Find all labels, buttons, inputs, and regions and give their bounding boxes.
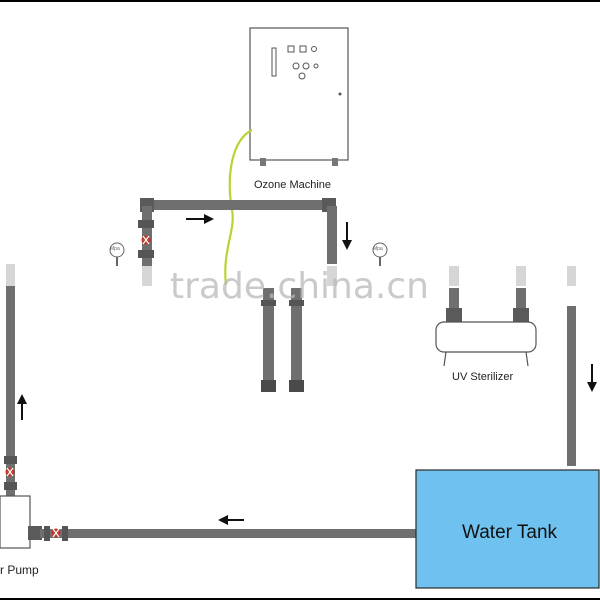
bottom-pipe-valve — [51, 528, 61, 538]
left-riser-pipe — [4, 286, 17, 500]
right-downcomer-pipe — [567, 306, 576, 466]
gauge-right-unit: Mpa — [373, 246, 383, 252]
flow-arrow-right — [186, 214, 214, 224]
flow-arrow-left-bottom — [218, 515, 244, 525]
pump-label: r Pump — [0, 563, 39, 577]
left-riser-valve — [5, 467, 15, 477]
flow-arrow-down-right — [587, 364, 597, 392]
watermark-band — [6, 264, 576, 286]
water-tank-label: Water Tank — [462, 522, 558, 543]
top-pipe-loop — [138, 198, 337, 266]
gauge-left-unit: Mpa — [110, 246, 120, 252]
ozone-machine-label: Ozone Machine — [254, 179, 332, 191]
water-pump — [0, 495, 42, 549]
mixing-pipes — [261, 288, 304, 392]
flow-arrow-down-ozone — [342, 222, 352, 250]
top-loop-valve — [141, 235, 151, 245]
ozone-machine — [249, 27, 349, 166]
watermark: trade.china.cn — [170, 266, 429, 307]
pressure-gauge-right — [372, 242, 388, 266]
pressure-gauge-left — [109, 242, 125, 266]
uv-sterilizer-label: UV Sterilizer — [452, 371, 514, 383]
water-tank — [415, 469, 600, 589]
bottom-return-pipe — [40, 526, 416, 541]
flow-arrow-up-left — [17, 394, 27, 420]
uv-sterilizer — [435, 288, 537, 367]
